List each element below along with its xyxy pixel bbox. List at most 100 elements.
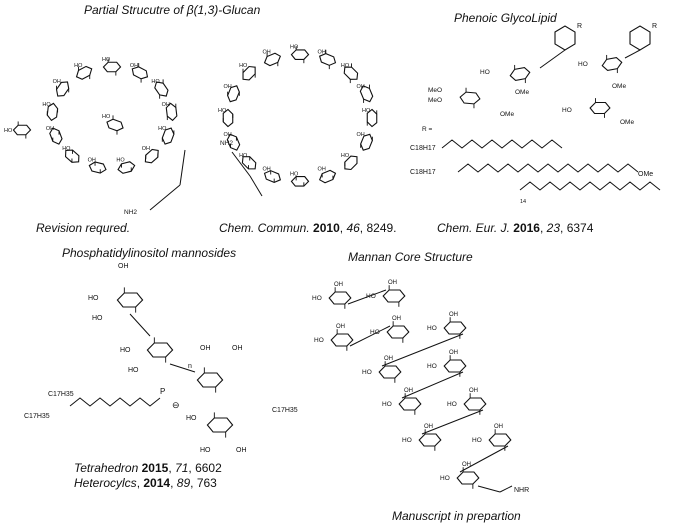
atom-label: OH [334, 282, 343, 288]
glycosidic-bond [381, 333, 464, 367]
atom-label: HO [218, 108, 227, 114]
lipid-chain [519, 181, 661, 191]
caption-chem-commun-page: 8249. [366, 221, 397, 235]
atom-label: C17H35 [272, 407, 298, 414]
lipid-chain [457, 163, 639, 173]
linker-chain [499, 485, 513, 493]
atom-label: OH [336, 324, 345, 330]
atom-label: HO [128, 367, 139, 374]
atom-label: P [160, 387, 165, 396]
sugar-ring [443, 321, 467, 335]
bond [169, 363, 196, 373]
caption-heterocycles-page: 763 [196, 476, 217, 490]
atom-label: OMe [612, 83, 626, 90]
bond [539, 49, 566, 69]
atom-label: HO [102, 57, 111, 63]
atom-label: OH [53, 79, 61, 85]
caption-tetrahedron-journal: Tetrahedron [74, 461, 139, 475]
atom-label: OH [384, 356, 393, 362]
atom-label: OH [357, 132, 365, 138]
atom-label: OH [449, 312, 458, 318]
atom-label: HO [427, 325, 437, 332]
atom-label: NH2 [124, 209, 137, 216]
atom-label: HO [314, 337, 324, 344]
sugar-ring [116, 292, 144, 308]
atom-label: HO [341, 153, 350, 159]
atom-label: OH [262, 167, 270, 173]
bond [129, 313, 151, 337]
atom-label: HO [427, 363, 437, 370]
sugar-ring [382, 289, 406, 303]
atom-label: OH [130, 63, 138, 69]
caption-tetrahedron-page: 6602 [195, 461, 222, 475]
atom-label: HO [239, 153, 248, 159]
caption-chem-eur: Chem. Eur. J. 2016, 23, 6374 [437, 221, 594, 235]
atom-label: OMe [500, 111, 514, 118]
sugar-ring [463, 397, 487, 411]
sugar-ring [196, 372, 224, 388]
sugar-ring [106, 118, 124, 132]
sugar-ring [378, 365, 402, 379]
ester-chain [69, 397, 161, 407]
mannan-title: Mannan Core Structure [348, 250, 473, 264]
sugar-ring [12, 124, 32, 136]
atom-label: HO [362, 369, 372, 376]
atom-label: ⊖ [172, 400, 180, 410]
atom-label: HO [42, 102, 51, 108]
sugar-ring [206, 417, 234, 433]
atom-label: HO [382, 401, 392, 408]
atom-label: HO [402, 437, 412, 444]
atom-label: HO [562, 107, 572, 114]
sugar-ring [146, 342, 174, 358]
pim-title: Phosphatidylinositol mannosides [62, 246, 237, 260]
atom-label: C18H17 [410, 169, 436, 176]
atom-label: HO [120, 347, 131, 354]
caption-chem-eur-journal: Chem. Eur. J. [437, 221, 510, 235]
caption-revision: Revision requred. [36, 221, 131, 235]
glycolipid-title: Phenoic GlycoLipid [454, 11, 557, 25]
atom-label: OH [404, 388, 413, 394]
atom-label: OH [236, 447, 247, 454]
atom-label: OH [318, 167, 326, 173]
sugar-ring [330, 333, 354, 347]
caption-chem-commun-year: 2010 [313, 221, 340, 235]
atom-label: HO [186, 415, 197, 422]
linker-chain [179, 149, 186, 186]
atom-label: 14 [520, 199, 526, 205]
atom-label: HO [200, 447, 211, 454]
sugar-ring [290, 49, 310, 60]
bond [231, 151, 251, 177]
sugar-ring [290, 176, 310, 187]
atom-label: OH [494, 424, 503, 430]
atom-label: HO [366, 293, 376, 300]
sugar-ring [386, 325, 410, 339]
caption-heterocycles-journal: Heterocylcs [74, 476, 137, 490]
atom-label: HO [472, 437, 482, 444]
atom-label: HO [151, 79, 160, 85]
atom-label: HO [92, 315, 103, 322]
caption-tetrahedron: Tetrahedron 2015, 71, 6602 [74, 461, 222, 475]
atom-label: C18H17 [410, 145, 436, 152]
atom-label: OH [223, 132, 231, 138]
atom-label: OMe [515, 89, 529, 96]
caption-chem-commun: Chem. Commun. 2010, 46, 8249. [219, 221, 397, 235]
atom-label: HO [102, 114, 111, 120]
phenyl-ring [629, 25, 651, 51]
mannan-structure: HOOHHOOHHOOHHOOHHOOHHOOHHOOHHOOHHOOHHOOH… [312, 280, 529, 494]
atom-label: OH [88, 158, 96, 164]
sugar-ring [418, 433, 442, 447]
caption-heterocycles-vol: 89 [176, 476, 191, 490]
bond [624, 49, 641, 59]
glycosidic-bond [347, 289, 387, 305]
atom-label: C17H35 [48, 391, 74, 398]
atom-label: HO [370, 329, 380, 336]
atom-label: HO [290, 45, 299, 51]
caption-chem-eur-page: 6374 [566, 221, 594, 235]
atom-label: HO [158, 126, 167, 132]
atom-label: OH [200, 345, 211, 352]
atom-label: HO [116, 158, 125, 164]
bond [477, 485, 501, 493]
phenyl-ring [554, 25, 576, 51]
